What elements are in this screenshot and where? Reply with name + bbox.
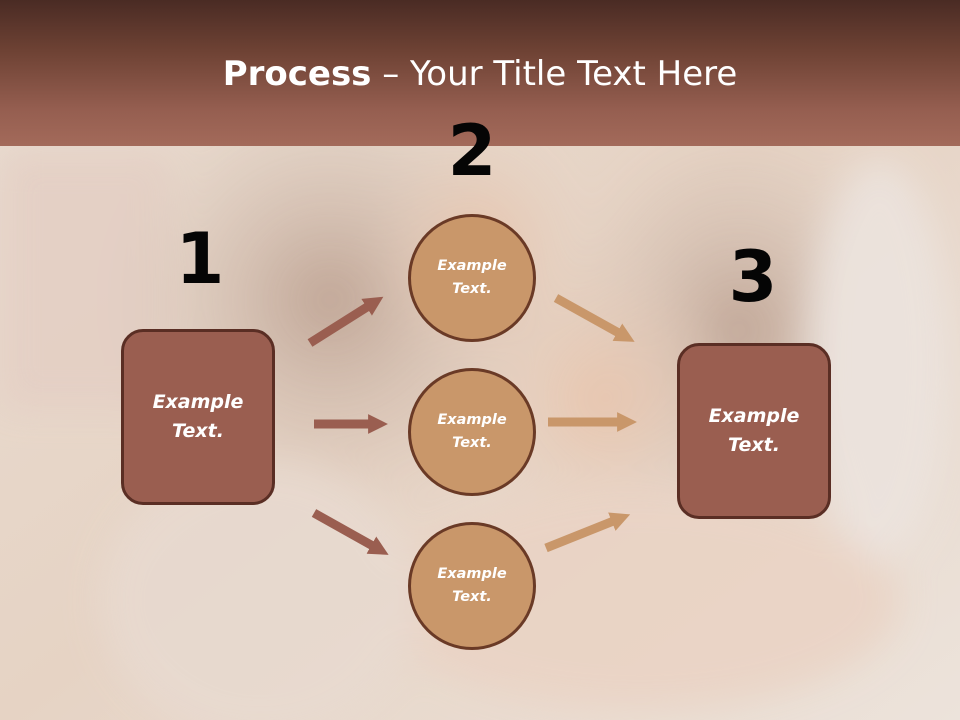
step-number-3: 3 [728,236,778,318]
right-box[interactable]: Example Text. [677,343,831,519]
title-bold: Process [222,54,372,94]
right-box-text: Example Text. [708,405,800,456]
title-bar [0,0,960,146]
left-box[interactable]: Example Text. [121,329,275,505]
title-rest: – Your Title Text Here [371,54,738,94]
circle-top[interactable]: Example Text. [408,214,536,342]
circle-top-text: Example Text. [437,258,507,297]
circle-bottom-text: Example Text. [437,566,507,605]
slide-title[interactable]: Process – Your Title Text Here [0,52,960,96]
circle-middle[interactable]: Example Text. [408,368,536,496]
step-number-1: 1 [175,218,225,300]
left-box-text: Example Text. [152,391,244,442]
circle-bottom[interactable]: Example Text. [408,522,536,650]
circle-middle-text: Example Text. [437,412,507,451]
step-number-2: 2 [447,110,497,192]
